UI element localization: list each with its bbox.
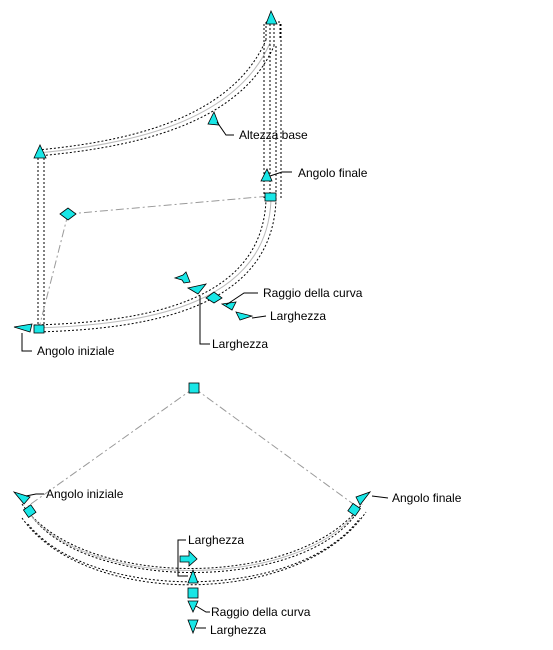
width-arrow-grip[interactable] <box>179 550 198 567</box>
start-square-grip[interactable] <box>33 324 45 334</box>
label-width: Larghezza <box>188 533 244 547</box>
start-height-grip[interactable] <box>33 144 47 159</box>
end-square-grip[interactable] <box>264 192 277 202</box>
label-start-angle: Angolo iniziale <box>46 487 124 501</box>
width-down-grip-b[interactable] <box>187 619 199 635</box>
bottom-grips <box>12 382 372 635</box>
base-height-grip[interactable] <box>207 111 220 126</box>
label-start-angle: Angolo iniziale <box>37 344 115 358</box>
top-end-grip[interactable] <box>265 9 278 25</box>
bottom-reference-lines <box>27 387 357 507</box>
width-up-grip[interactable] <box>173 271 191 284</box>
label-end-angle: Angolo finale <box>298 166 368 180</box>
center-grip[interactable] <box>59 207 77 221</box>
top-grips <box>13 9 278 334</box>
width-mid-grip[interactable] <box>186 283 208 295</box>
label-bend-radius: Raggio della curva <box>211 605 311 619</box>
bend-radius-grip[interactable] <box>187 587 199 599</box>
label-width: Larghezza <box>210 623 266 637</box>
top-segment-outline <box>33 21 282 333</box>
label-end-angle: Angolo finale <box>392 491 462 505</box>
end-angle-grip[interactable] <box>355 491 372 506</box>
end-angle-grip[interactable] <box>260 168 273 182</box>
width-down-grip-b[interactable] <box>235 311 254 321</box>
label-bend-radius: Raggio della curva <box>263 286 363 300</box>
top-leaders <box>21 121 292 352</box>
label-base-height: Altezza base <box>239 128 308 142</box>
label-width: Larghezza <box>212 337 268 351</box>
width-down-grip[interactable] <box>187 600 199 613</box>
start-angle-grip[interactable] <box>13 323 33 333</box>
top-reference-lines <box>39 195 271 325</box>
bottom-leaders <box>25 493 389 629</box>
center-grip[interactable] <box>188 382 200 394</box>
width-up-grip[interactable] <box>187 568 199 584</box>
start-angle-grip[interactable] <box>12 491 31 505</box>
start-square-grip[interactable] <box>22 504 37 518</box>
label-width: Larghezza <box>270 309 326 323</box>
bend-radius-grip[interactable] <box>205 291 223 304</box>
end-square-grip[interactable] <box>347 502 361 517</box>
